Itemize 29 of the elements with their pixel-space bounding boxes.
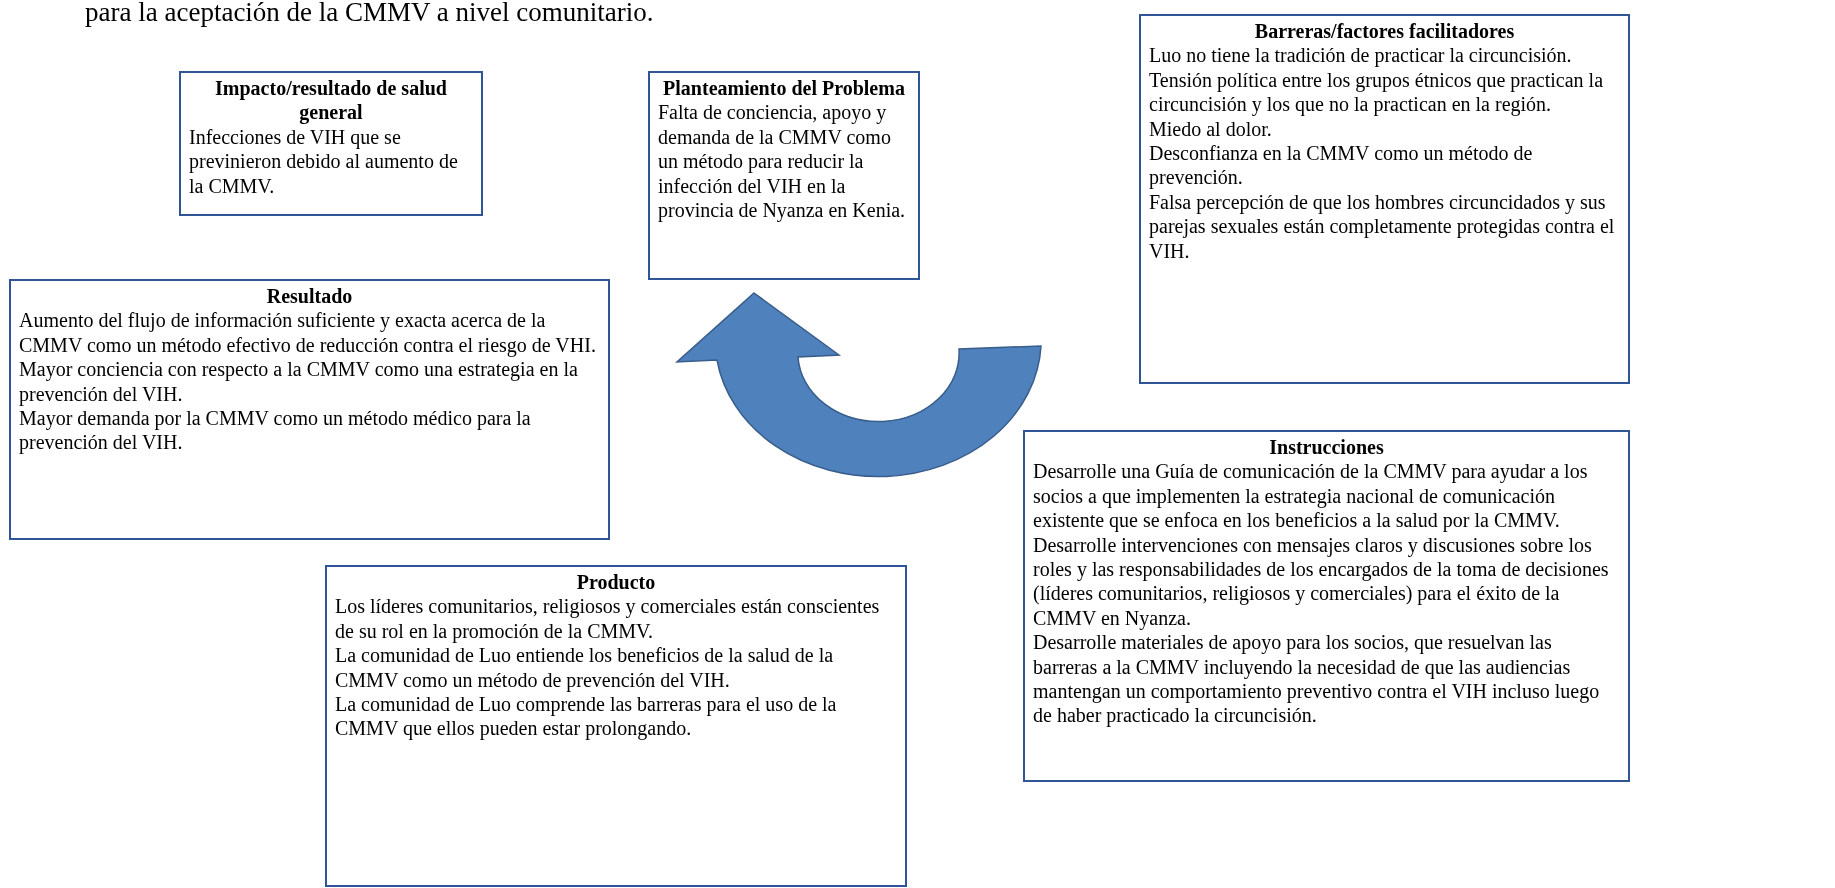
box-text: Mayor conciencia con respecto a la CMMV como una estrategia en la prevención del VIH. — [19, 357, 579, 406]
box-text: Aumento del flujo de información suficiente y exacta acerca de la CMMV como un método efectivo de reducción contra el riesgo de VHI. — [19, 308, 597, 358]
text-box — [1023, 430, 1630, 782]
box-text: Infecciones de VIH que se previnieron debido al aumento de la CMMV. — [189, 124, 459, 198]
box-heading: Barreras/factores facilitadores — [1253, 19, 1516, 44]
text-box — [325, 565, 907, 887]
box-text: Luo no tiene la tradición de practicar la circuncisión. — [1149, 43, 1573, 68]
box-text: Falsa percepción de que los hombres circuncidados y sus parejas sexuales están completamente protegidas contra el VIH. — [1149, 189, 1616, 263]
text-box — [1139, 14, 1630, 384]
box-text: La comunidad de Luo comprende las barreras para el uso de la CMMV que ellos pueden estar prolongando. — [335, 692, 838, 741]
box-text: Tensión política entre los grupos étnicos que practican la circuncisión y los que no la practican en la región. — [1149, 67, 1604, 117]
box-heading: Producto — [575, 570, 657, 595]
text-box — [179, 71, 483, 216]
text-box — [9, 279, 610, 540]
box-text: Desconfianza en la CMMV como un método de prevención. — [1149, 140, 1534, 190]
box-heading: Planteamiento del Problema — [662, 76, 906, 101]
box-heading: Instrucciones — [1268, 435, 1385, 460]
text-line: para la aceptación de la CMMV a nivel comunitario. — [85, 0, 654, 28]
box-heading: Impacto/resultado de salud general — [214, 76, 448, 125]
box-text: La comunidad de Luo entiende los beneficios de la salud de la CMMV como un método de prevención del VIH. — [335, 643, 835, 692]
text-box — [648, 71, 920, 280]
box-text: Los líderes comunitarios, religiosos y comerciales están conscientes de su rol en la promoción de la CMMV. — [335, 594, 881, 644]
box-text: Desarrolle una Guía de comunicación de la CMMV para ayudar a los socios a que implementen la estrategia nacional de comunicación existente que se enfoca en los beneficios a la salud por la CMMV. — [1033, 459, 1589, 533]
box-heading: Resultado — [265, 284, 354, 309]
box-text: Desarrolle intervenciones con mensajes claros y discusiones sobre los roles y las responsabilidades de los encargados de la toma de decisiones (líderes comunitarios, religiosos y comerciales) para el éxito de la CMMV en Nyanza. — [1033, 532, 1610, 631]
box-text: Desarrolle materiales de apoyo para los socios, que resuelvan las barreras a la CMMV incluyendo la necesidad de que las audiencias mantengan un comportamiento preventivo contra el VIH incluso luego de haber practicado la circuncisión. — [1033, 630, 1601, 728]
box-text: Mayor demanda por la CMMV como un método médico para la prevención del VIH. — [19, 406, 532, 455]
box-text: Miedo al dolor. — [1149, 116, 1273, 141]
box-text: Falta de conciencia, apoyo y demanda de la CMMV como un método para reducir la infección del VIH en la provincia de Nyanza en Kenia. — [658, 100, 907, 223]
